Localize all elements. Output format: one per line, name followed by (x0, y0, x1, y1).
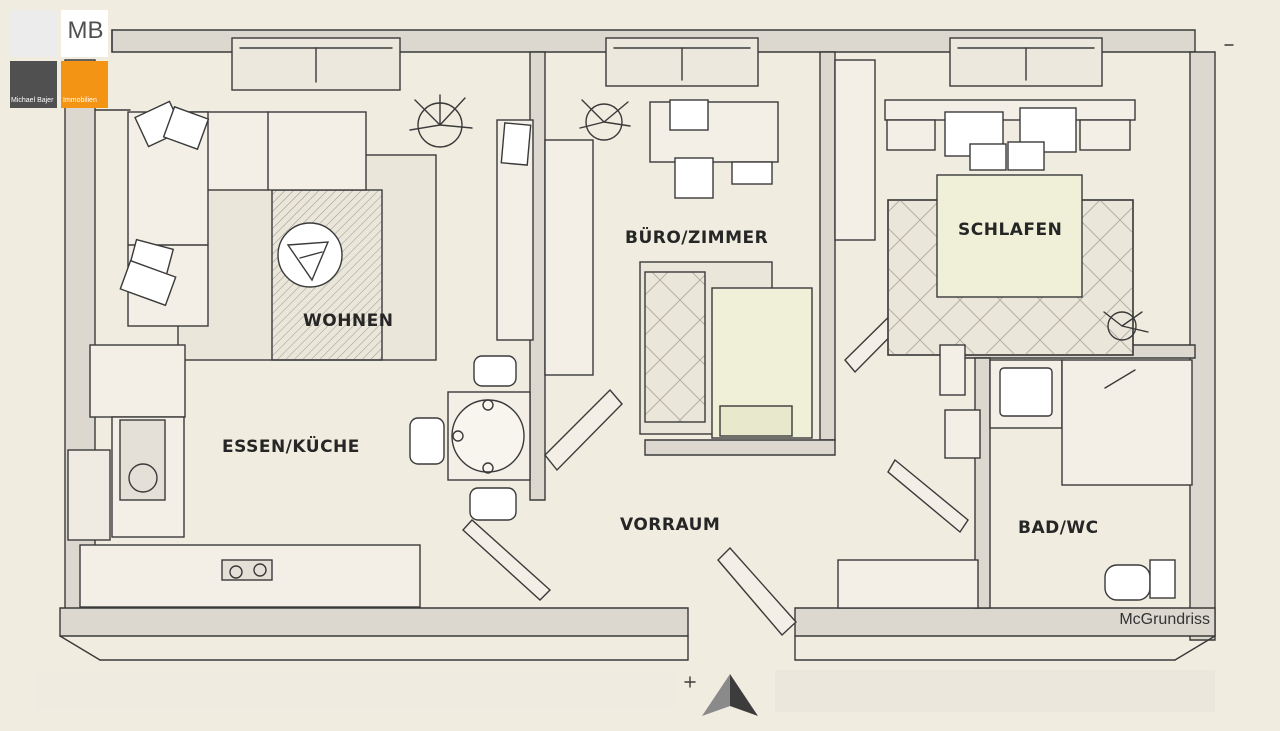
bed-schlafen (936, 174, 1083, 298)
sink (119, 419, 166, 501)
door-entrance (717, 546, 797, 637)
toilet (1104, 564, 1151, 601)
chair (409, 417, 445, 465)
shower (1061, 359, 1193, 486)
chair (473, 355, 517, 387)
door-wohnen (544, 388, 623, 472)
logo-owner: Michael Bajer (11, 97, 54, 104)
bottom-wall-left (59, 607, 689, 637)
wall-buero-schlafen (819, 51, 836, 441)
wardrobe-buero (544, 139, 594, 376)
shoe-cabinet (837, 559, 979, 609)
room-label-vorraum: VORRAUM (620, 515, 721, 535)
room-label-wohnen: WOHNEN (303, 311, 394, 331)
office-chair (674, 157, 714, 199)
room-label-schlafen: SCHLAFEN (958, 220, 1063, 240)
kitchen-upper (89, 344, 186, 418)
fridge (67, 449, 111, 541)
wall-buero-bottom (644, 439, 836, 456)
nightstand (886, 119, 936, 151)
plant-buero (585, 103, 623, 141)
logo-company: Immobilien (63, 97, 97, 104)
north-arrow-icon (702, 674, 758, 716)
nightstand (1079, 119, 1131, 151)
plant-schlafen (1107, 311, 1137, 341)
logo: MB Michael Bajer Immobilien (10, 10, 110, 108)
bottom-shadow-band-right (775, 670, 1215, 712)
wardrobe-schlafen (834, 59, 876, 241)
chair (469, 487, 517, 521)
wall-wohnen-buero (529, 51, 546, 501)
room-label-buero: BÜRO/ZIMMER (625, 228, 769, 248)
brand-watermark: McGrundriss (1119, 611, 1210, 628)
door-bad (887, 458, 969, 534)
desk (649, 101, 779, 163)
room-label-essen: ESSEN/KÜCHE (222, 437, 360, 457)
logo-initials: MB (67, 17, 104, 44)
room-label-bad: BAD/WC (1018, 518, 1099, 538)
stove (221, 559, 273, 581)
bottom-shadow-band-left (35, 672, 675, 710)
door-kitchen (462, 519, 552, 601)
